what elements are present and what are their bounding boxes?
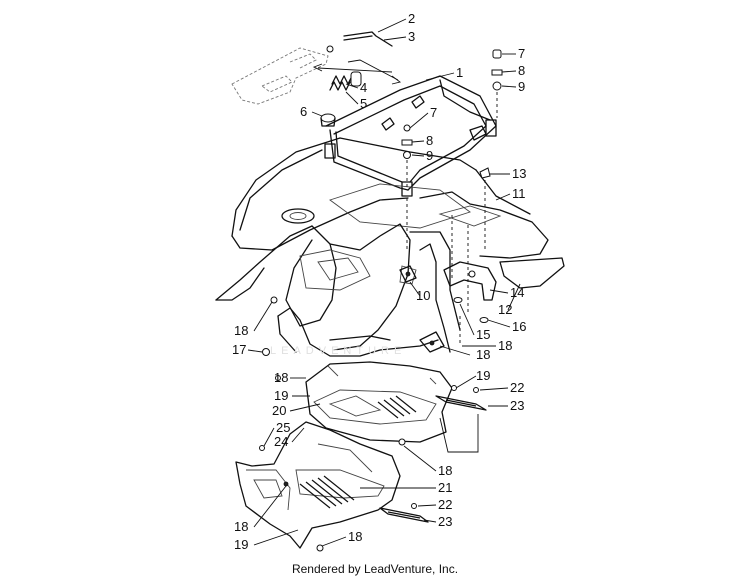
callout-1: 1 <box>456 65 463 80</box>
lower-footwell <box>235 421 401 549</box>
step-plate-upper <box>435 387 487 453</box>
callout-18: 18 <box>438 463 452 478</box>
callout-19: 19 <box>274 388 288 403</box>
side-decal <box>499 257 565 289</box>
rear-fender-body <box>231 137 549 259</box>
callout-7: 7 <box>518 46 525 61</box>
lever-rod <box>326 31 393 53</box>
callout-19: 19 <box>234 537 248 552</box>
fastener-stack-right <box>491 49 503 118</box>
callout-3: 3 <box>408 29 415 44</box>
clip-17 <box>262 348 270 356</box>
lower-footwell-grip <box>299 475 355 509</box>
flap-bracket <box>399 265 417 283</box>
callout-4: 4 <box>360 80 367 95</box>
callout-18: 18 <box>234 323 248 338</box>
fender-extension-left <box>277 307 445 357</box>
callout-18: 18 <box>274 370 288 385</box>
fastener-13 <box>479 167 491 250</box>
callout-20: 20 <box>272 403 286 418</box>
render-credit: Rendered by LeadVenture, Inc. <box>291 562 459 576</box>
callout-24: 24 <box>274 434 288 449</box>
callout-18: 18 <box>348 529 362 544</box>
watermark: LEADVENTURE <box>270 345 407 357</box>
callout-labels: 2 3 4 5 1 6 7 8 9 7 8 9 13 11 10 14 12 1… <box>232 11 526 552</box>
latch-spring <box>329 71 362 91</box>
rear-rack <box>324 75 497 197</box>
side-bracket <box>443 261 497 301</box>
callout-leaders <box>247 18 521 547</box>
callout-10: 10 <box>416 288 430 303</box>
callout-23: 23 <box>438 514 452 529</box>
callout-8: 8 <box>518 63 525 78</box>
callout-22: 22 <box>438 497 452 512</box>
callout-12: 12 <box>498 302 512 317</box>
callout-11: 11 <box>512 186 526 201</box>
callout-9: 9 <box>426 148 433 163</box>
callout-15: 15 <box>476 327 490 342</box>
upper-footwell-grip <box>377 395 417 419</box>
upper-footwell <box>305 361 453 443</box>
callout-13: 13 <box>512 166 526 181</box>
callout-21: 21 <box>438 480 452 495</box>
callout-16: 16 <box>512 319 526 334</box>
direction-arrows <box>312 59 402 85</box>
callout-9: 9 <box>518 79 525 94</box>
callout-17: 17 <box>232 342 246 357</box>
callout-18: 18 <box>498 338 512 353</box>
callout-6: 6 <box>300 104 307 119</box>
latch-mechanism-ghost <box>231 47 329 105</box>
callout-2: 2 <box>408 11 415 26</box>
callout-19: 19 <box>476 368 490 383</box>
rack-plug <box>320 113 336 127</box>
callout-5: 5 <box>360 96 367 111</box>
fender-wells <box>215 223 461 353</box>
callout-7: 7 <box>430 105 437 120</box>
step-plate-lower <box>379 503 429 523</box>
callout-23: 23 <box>510 398 524 413</box>
callout-18: 18 <box>476 347 490 362</box>
callout-22: 22 <box>510 380 524 395</box>
small-fasteners <box>259 375 457 552</box>
callout-18: 18 <box>234 519 248 534</box>
washers <box>270 296 489 323</box>
assembly-lines <box>451 215 469 345</box>
callout-14: 14 <box>510 285 524 300</box>
callout-25: 25 <box>276 420 290 435</box>
callout-8: 8 <box>426 133 433 148</box>
